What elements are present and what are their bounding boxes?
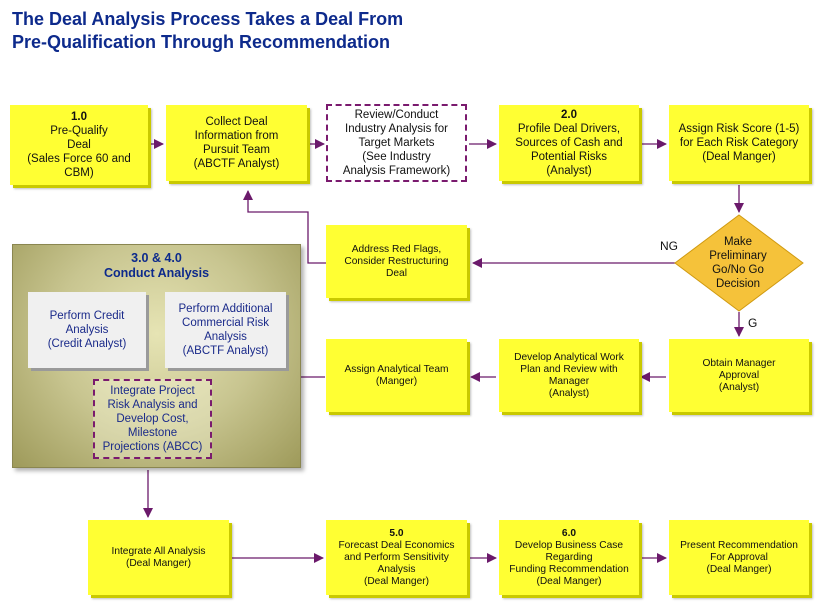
box-line: Industry Analysis for xyxy=(345,123,448,135)
step-number: 1.0 xyxy=(71,111,87,123)
develop-business-case-box: 6.0 Develop Business Case Regarding Fund… xyxy=(499,520,639,595)
box-line: (ABCTF Analyst) xyxy=(193,158,280,170)
box-line: (ABCTF Analyst) xyxy=(182,345,269,357)
box-line: (Manger) xyxy=(375,375,418,387)
box-line: Plan and Review with xyxy=(520,363,618,375)
box-line: (See Industry xyxy=(362,151,431,163)
panel-title: 3.0 & 4.0 Conduct Analysis xyxy=(13,251,300,281)
box-line: Deal xyxy=(67,139,91,151)
box-line: (Credit Analyst) xyxy=(47,338,127,350)
box-line: Pursuit Team xyxy=(203,144,270,156)
box-line: Pre-Qualify xyxy=(50,125,108,137)
box-line: (Deal Manger) xyxy=(536,575,602,587)
box-line: Deal xyxy=(386,267,407,279)
box-line: Review/Conduct xyxy=(354,109,439,121)
box-line: Profile Deal Drivers, xyxy=(517,123,621,135)
credit-analysis-box: Perform Credit Analysis (Credit Analyst) xyxy=(28,292,146,368)
assign-risk-score-box: Assign Risk Score (1-5) for Each Risk Ca… xyxy=(669,105,809,181)
box-line: Projections (ABCC) xyxy=(102,441,203,453)
commercial-risk-box: Perform Additional Commercial Risk Analy… xyxy=(165,292,286,368)
box-line: (Analyst) xyxy=(546,165,592,177)
integrate-all-analysis-box: Integrate All Analysis (Deal Manger) xyxy=(88,520,229,595)
box-line: Analysis xyxy=(65,324,109,336)
box-line: Analysis xyxy=(377,563,416,575)
box-line: Funding Recommendation xyxy=(509,563,629,575)
ng-label: NG xyxy=(660,239,678,253)
page-title: The Deal Analysis Process Takes a Deal F… xyxy=(12,8,403,54)
box-line: Milestone xyxy=(127,427,178,439)
box-line: Obtain Manager xyxy=(702,357,776,369)
integrate-project-risk-box: Integrate Project Risk Analysis and Deve… xyxy=(93,379,212,459)
box-line: Collect Deal xyxy=(205,116,268,128)
box-line: (Deal Manger) xyxy=(706,563,772,575)
develop-work-plan-box: Develop Analytical Work Plan and Review … xyxy=(499,339,639,412)
conduct-analysis-panel: 3.0 & 4.0 Conduct Analysis Perform Credi… xyxy=(12,244,301,468)
box-line: Manager xyxy=(548,375,590,387)
arrow-redflags-to-collect xyxy=(243,190,326,264)
box-line: for Each Risk Category xyxy=(679,137,799,149)
assign-analytical-team-box: Assign Analytical Team (Manger) xyxy=(326,339,467,412)
box-line: Approval xyxy=(718,369,760,381)
box-line: Forecast Deal Economics xyxy=(338,539,455,551)
box-line: Assign Risk Score (1-5) xyxy=(678,123,800,135)
collect-deal-info-box: Collect Deal Information from Pursuit Te… xyxy=(166,105,307,181)
box-line: Information from xyxy=(194,130,279,142)
box-line: (Deal Manger) xyxy=(363,575,430,587)
obtain-manager-approval-box: Obtain Manager Approval (Analyst) xyxy=(669,339,809,412)
box-line: Analysis xyxy=(204,331,247,343)
box-line: Perform Credit xyxy=(49,310,125,322)
title-line-1: The Deal Analysis Process Takes a Deal F… xyxy=(12,9,404,29)
g-label: G xyxy=(748,316,758,330)
panel-title-number: 3.0 & 4.0 xyxy=(131,251,182,265)
decision-line: Decision xyxy=(715,278,761,290)
forecast-deal-economics-box: 5.0 Forecast Deal Economics and Perform … xyxy=(326,520,467,595)
box-line: Regarding xyxy=(545,551,593,563)
panel-title-text: Conduct Analysis xyxy=(103,266,210,280)
box-line: Commercial Risk xyxy=(182,317,269,329)
box-line: Assign Analytical Team xyxy=(344,363,449,375)
box-line: Perform Additional xyxy=(178,303,273,315)
step-number: 5.0 xyxy=(389,527,404,539)
decision-line: Go/No Go xyxy=(712,264,764,276)
box-line: Address Red Flags, xyxy=(351,243,442,255)
box-line: (Sales Force 60 and xyxy=(27,153,131,165)
box-line: Develop Cost, xyxy=(116,413,189,425)
box-line: Target Markets xyxy=(358,137,435,149)
box-line: Consider Restructuring xyxy=(344,255,449,267)
box-line: Develop Analytical Work xyxy=(514,351,624,363)
box-line: (Analyst) xyxy=(548,387,590,399)
box-line: Sources of Cash and xyxy=(515,137,623,149)
step-number: 6.0 xyxy=(561,527,577,539)
box-line: Present Recommendation xyxy=(680,539,798,551)
box-line: Integrate Project xyxy=(110,385,195,397)
decision-line: Make xyxy=(723,236,753,248)
box-line: Risk Analysis and xyxy=(107,399,198,411)
profile-deal-drivers-box: 2.0 Profile Deal Drivers, Sources of Cas… xyxy=(499,105,639,181)
box-line: CBM) xyxy=(64,167,94,179)
decision-diamond xyxy=(674,214,804,312)
box-line: For Approval xyxy=(710,551,768,563)
box-line: Analysis Framework) xyxy=(342,165,451,177)
prequalify-deal-box: 1.0 Pre-Qualify Deal (Sales Force 60 and… xyxy=(10,105,148,185)
decision-line: Preliminary xyxy=(709,250,767,262)
present-recommendation-box: Present Recommendation For Approval (Dea… xyxy=(669,520,809,595)
decision-label: Make Preliminary Go/No Go Decision xyxy=(683,228,793,298)
address-red-flags-box: Address Red Flags, Consider Restructurin… xyxy=(326,225,467,298)
box-line: (Deal Manger) xyxy=(125,557,192,569)
box-line: Develop Business Case xyxy=(514,539,624,551)
box-line: (Deal Manger) xyxy=(702,151,776,163)
box-line: (Analyst) xyxy=(718,381,760,393)
industry-analysis-box: Review/Conduct Industry Analysis for Tar… xyxy=(326,104,467,182)
box-line: Integrate All Analysis xyxy=(111,545,206,557)
box-line: Potential Risks xyxy=(530,151,608,163)
step-number: 2.0 xyxy=(561,109,577,121)
title-line-2: Pre-Qualification Through Recommendation xyxy=(12,32,391,52)
box-line: and Perform Sensitivity xyxy=(344,551,449,563)
